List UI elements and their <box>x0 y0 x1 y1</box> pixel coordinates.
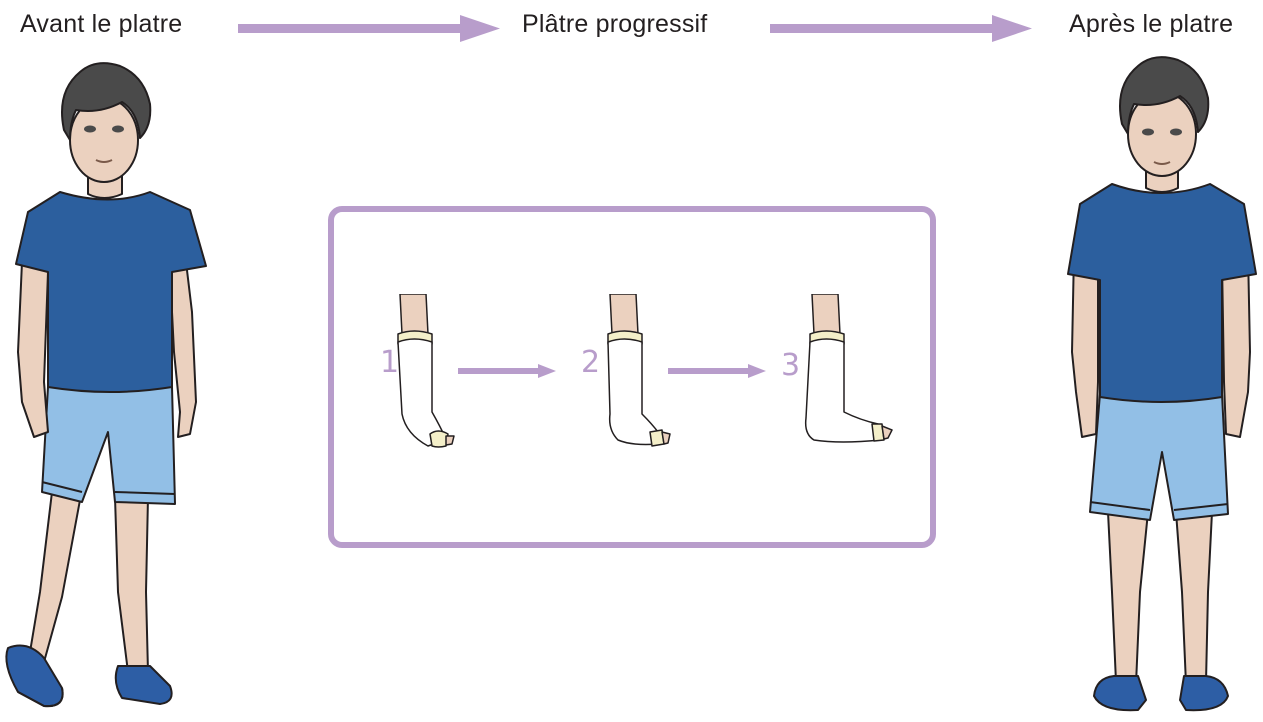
cast-leg-step-3-icon <box>800 294 910 454</box>
child-before-illustration <box>0 52 215 717</box>
heading-progressive-cast: Plâtre progressif <box>522 10 707 39</box>
step-arrow-1-icon <box>458 363 558 379</box>
heading-before-cast: Avant le platre <box>20 10 182 39</box>
heading-after-cast: Après le platre <box>1069 10 1233 39</box>
progressive-cast-panel: 1 2 3 <box>328 206 936 548</box>
flow-arrow-right-icon <box>238 14 502 44</box>
step-number-2: 2 <box>581 345 600 380</box>
step-number-3: 3 <box>781 348 800 383</box>
step-arrow-2-icon <box>668 363 768 379</box>
child-after-illustration <box>1062 52 1262 717</box>
flow-arrow-right-icon <box>770 14 1034 44</box>
